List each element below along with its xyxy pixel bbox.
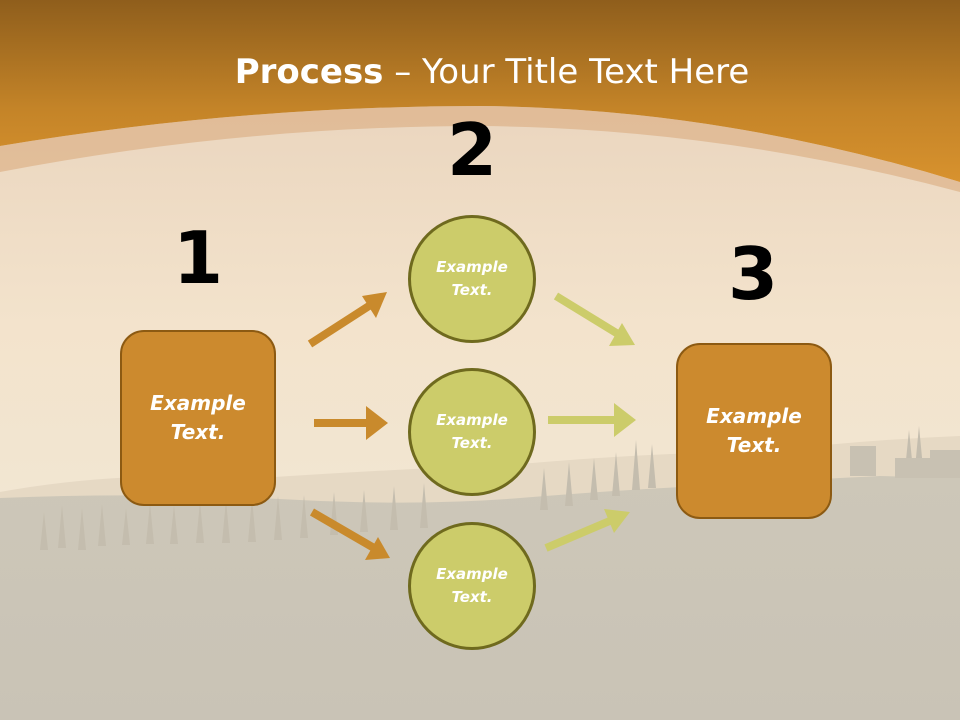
- step-1-box: Example Text.: [120, 330, 276, 506]
- arrow-to-mid-circle: [314, 406, 388, 440]
- step-number-1: 1: [172, 216, 224, 300]
- circle-bot-text: Example Text.: [436, 565, 508, 606]
- step-2-circle-bottom: Example Text.: [408, 522, 536, 650]
- step-number-3: 3: [727, 232, 779, 316]
- step-3-box-text: Example Text.: [706, 404, 802, 457]
- arrow-bot-to-right-box: [544, 509, 630, 552]
- arrow-to-bot-circle: [309, 508, 390, 560]
- circle-top-text: Example Text.: [436, 258, 508, 299]
- step-1-box-text: Example Text.: [150, 391, 246, 444]
- arrow-to-top-circle: [307, 292, 387, 348]
- step-3-box: Example Text.: [676, 343, 832, 519]
- arrow-mid-to-right-box: [548, 403, 636, 437]
- arrow-top-to-right-box: [553, 292, 635, 346]
- step-2-circle-top: Example Text.: [408, 215, 536, 343]
- title-rest: – Your Title Text Here: [383, 52, 750, 92]
- slide-title: Process – Your Title Text Here: [0, 52, 960, 92]
- step-2-circle-middle: Example Text.: [408, 368, 536, 496]
- circle-mid-text: Example Text.: [436, 411, 508, 452]
- title-bold: Process: [234, 52, 384, 92]
- step-number-2: 2: [446, 108, 498, 192]
